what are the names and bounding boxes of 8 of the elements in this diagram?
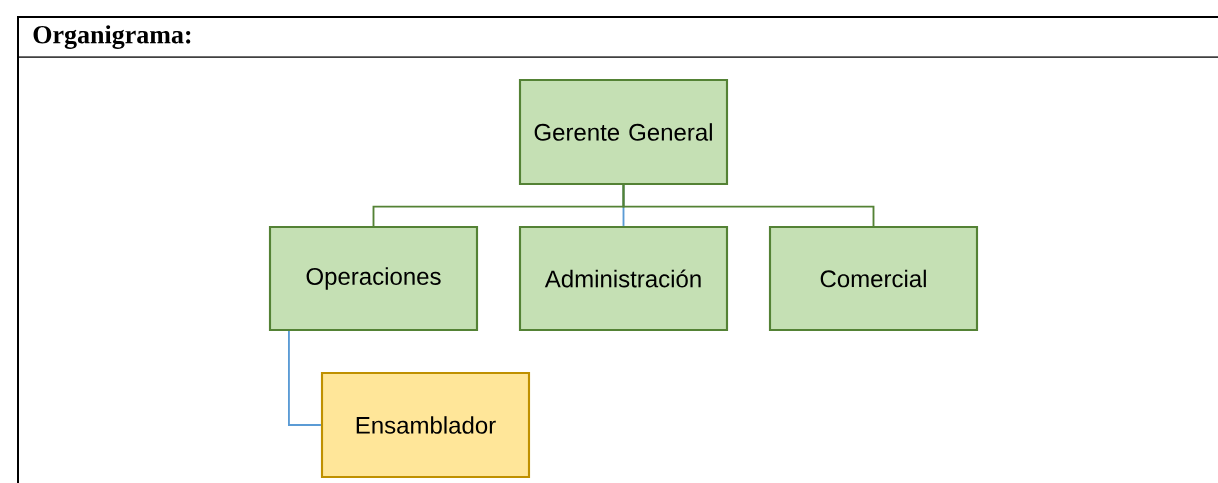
position-box: Ensamblador bbox=[320, 371, 531, 479]
position-box: Gerente General bbox=[518, 78, 729, 186]
connector-line bbox=[622, 184, 875, 227]
position-box: Comercial bbox=[768, 225, 979, 332]
connector-line bbox=[288, 330, 322, 426]
position-box: Administración bbox=[518, 225, 729, 332]
table-heading: Organigrama: bbox=[33, 25, 191, 49]
position-box: Operaciones bbox=[268, 225, 479, 332]
